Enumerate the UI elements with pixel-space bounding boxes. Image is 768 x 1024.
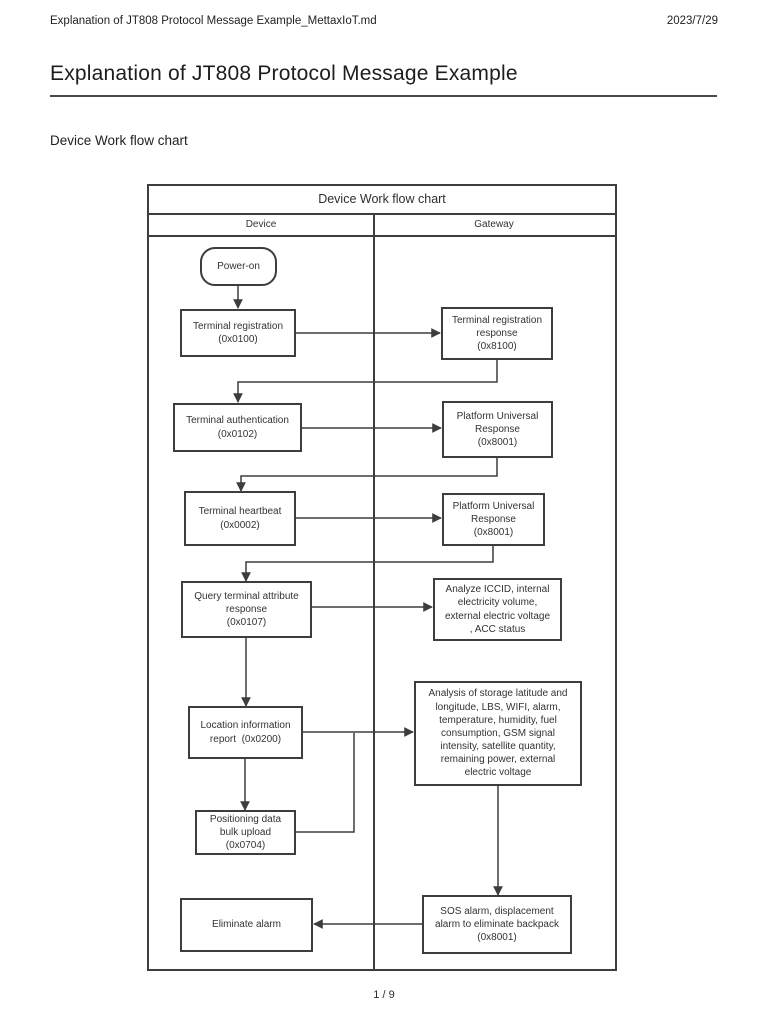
page-header: Explanation of JT808 Protocol Message Ex…	[50, 15, 718, 27]
document-filename: Explanation of JT808 Protocol Message Ex…	[50, 15, 377, 27]
column-header-gateway: Gateway	[474, 219, 514, 230]
flowchart-node-terminal-registration: Terminal registration (0x0100)	[180, 309, 296, 357]
flowchart-column-headers: Device Gateway	[149, 215, 615, 237]
document-date: 2023/7/29	[666, 15, 718, 27]
flowchart-node-eliminate-alarm: Eliminate alarm	[180, 898, 313, 952]
column-header-device: Device	[245, 219, 277, 230]
flowchart-node-terminal-authentication: Terminal authentication (0x0102)	[173, 403, 302, 452]
flowchart-node-power-on: Power-on	[200, 247, 277, 286]
section-heading: Device Work flow chart	[50, 133, 188, 148]
page-title: Explanation of JT808 Protocol Message Ex…	[50, 62, 717, 97]
flowchart-node-analysis-storage: Analysis of storage latitude and longitu…	[414, 681, 582, 786]
flowchart-node-location-report: Location information report (0x0200)	[188, 706, 303, 759]
flowchart-node-sos-alarm: SOS alarm, displacement alarm to elimina…	[422, 895, 572, 954]
flowchart: Device Work flow chart Device Gateway	[147, 184, 617, 971]
flowchart-node-query-terminal-attribute: Query terminal attribute response (0x010…	[181, 581, 312, 638]
page-number: 1 / 9	[373, 989, 395, 1001]
flowchart-node-platform-response-2: Platform Universal Response (0x8001)	[442, 493, 545, 546]
flowchart-node-analyze-iccid: Analyze ICCID, internal electricity volu…	[433, 578, 562, 641]
flowchart-node-registration-response: Terminal registration response (0x8100)	[441, 307, 553, 360]
column-divider	[373, 215, 375, 969]
flowchart-node-terminal-heartbeat: Terminal heartbeat (0x0002)	[184, 491, 296, 546]
flowchart-node-positioning-upload: Positioning data bulk upload (0x0704)	[195, 810, 296, 855]
flowchart-connectors	[233, 286, 503, 929]
flowchart-title: Device Work flow chart	[149, 186, 615, 215]
flowchart-node-platform-response-1: Platform Universal Response (0x8001)	[442, 401, 553, 458]
